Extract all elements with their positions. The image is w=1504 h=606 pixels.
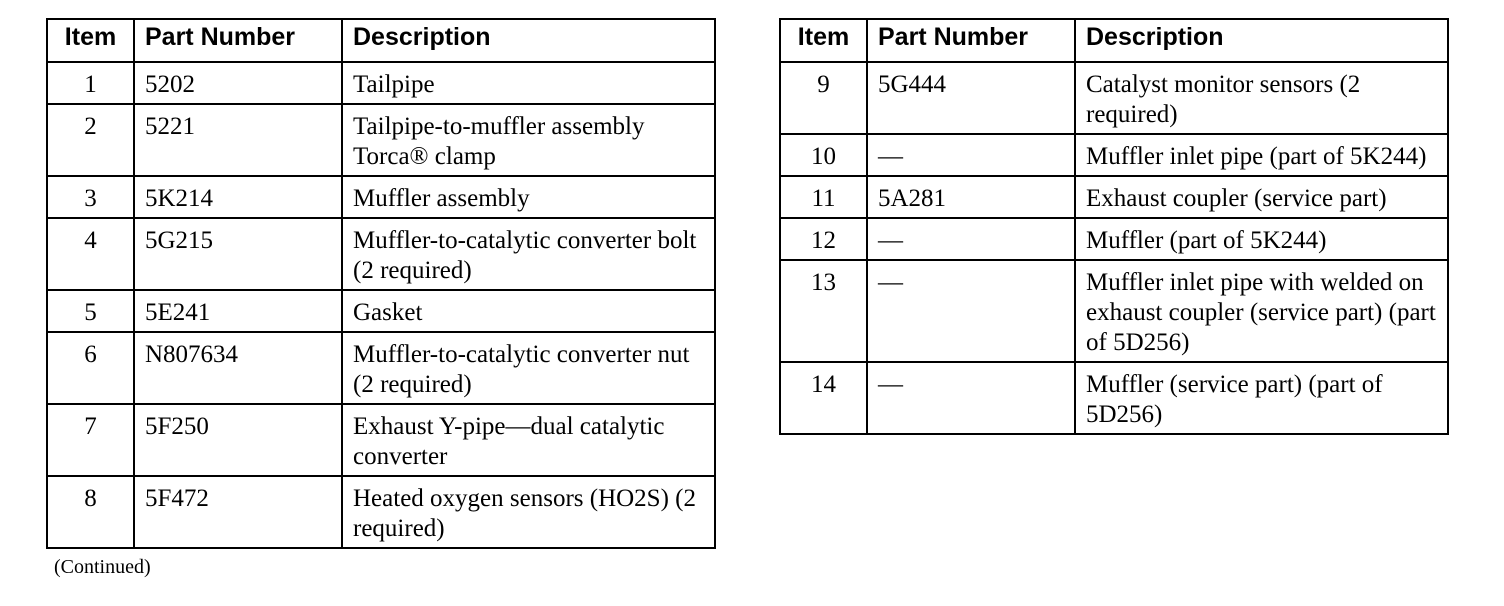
description: Muffler-to-catalytic converter nut (2 re… [341,331,716,405]
table-row: 8 5F472 Heated oxygen sensors (HO2S) (2 … [46,475,716,549]
part-number: 5F472 [133,475,343,549]
part-number: 5221 [133,103,343,177]
table-row: 2 5221 Tailpipe-to-muffler assembly Torc… [46,103,716,177]
table-row: 5 5E241 Gasket [46,289,716,333]
part-number: N807634 [133,331,343,405]
item-number: 7 [46,403,135,477]
part-number: 5E241 [133,289,343,333]
description: Heated oxygen sensors (HO2S) (2 required… [341,475,716,549]
table-row: 3 5K214 Muffler assembly [46,175,716,219]
table-row: 4 5G215 Muffler-to-catalytic converter b… [46,217,716,291]
item-number: 10 [779,133,868,177]
item-number: 6 [46,331,135,405]
part-number: 5F250 [133,403,343,477]
item-number: 11 [779,175,868,219]
description: Muffler assembly [341,175,716,219]
table-row: 12 — Muffler (part of 5K244) [779,217,1449,261]
header-description: Description [341,18,716,63]
description: Gasket [341,289,716,333]
part-number: — [866,133,1076,177]
description: Muffler-to-catalytic converter bolt (2 r… [341,217,716,291]
header-item: Item [779,18,868,63]
description: Tailpipe [341,61,716,105]
description: Muffler inlet pipe with welded on exhaus… [1074,259,1449,363]
item-number: 13 [779,259,868,363]
part-number: 5A281 [866,175,1076,219]
continued-note: (Continued) [54,556,151,578]
table-row: 1 5202 Tailpipe [46,61,716,105]
table-row: 11 5A281 Exhaust coupler (service part) [779,175,1449,219]
table-row: 13 — Muffler inlet pipe with welded on e… [779,259,1449,363]
item-number: 1 [46,61,135,105]
description: Exhaust Y-pipe—dual catalytic converter [341,403,716,477]
description: Muffler inlet pipe (part of 5K244) [1074,133,1449,177]
part-number: — [866,361,1076,435]
table-header-row: Item Part Number Description [46,18,716,63]
part-number: 5G444 [866,61,1076,135]
description: Tailpipe-to-muffler assembly Torca® clam… [341,103,716,177]
header-description: Description [1074,18,1449,63]
table-row: 9 5G444 Catalyst monitor sensors (2 requ… [779,61,1449,135]
part-number: 5202 [133,61,343,105]
table-row: 6 N807634 Muffler-to-catalytic converter… [46,331,716,405]
header-part-number: Part Number [133,18,343,63]
part-number: 5K214 [133,175,343,219]
table-row: 10 — Muffler inlet pipe (part of 5K244) [779,133,1449,177]
item-number: 8 [46,475,135,549]
header-part-number: Part Number [866,18,1076,63]
item-number: 9 [779,61,868,135]
item-number: 12 [779,217,868,261]
parts-table-left: Item Part Number Description 1 5202 Tail… [46,18,716,549]
table-header-row: Item Part Number Description [779,18,1449,63]
item-number: 14 [779,361,868,435]
parts-table-right: Item Part Number Description 9 5G444 Cat… [779,18,1449,435]
part-number: — [866,217,1076,261]
description: Muffler (part of 5K244) [1074,217,1449,261]
description: Muffler (service part) (part of 5D256) [1074,361,1449,435]
item-number: 5 [46,289,135,333]
description: Catalyst monitor sensors (2 required) [1074,61,1449,135]
header-item: Item [46,18,135,63]
item-number: 2 [46,103,135,177]
item-number: 4 [46,217,135,291]
item-number: 3 [46,175,135,219]
part-number: — [866,259,1076,363]
table-row: 14 — Muffler (service part) (part of 5D2… [779,361,1449,435]
part-number: 5G215 [133,217,343,291]
description: Exhaust coupler (service part) [1074,175,1449,219]
table-row: 7 5F250 Exhaust Y-pipe—dual catalytic co… [46,403,716,477]
